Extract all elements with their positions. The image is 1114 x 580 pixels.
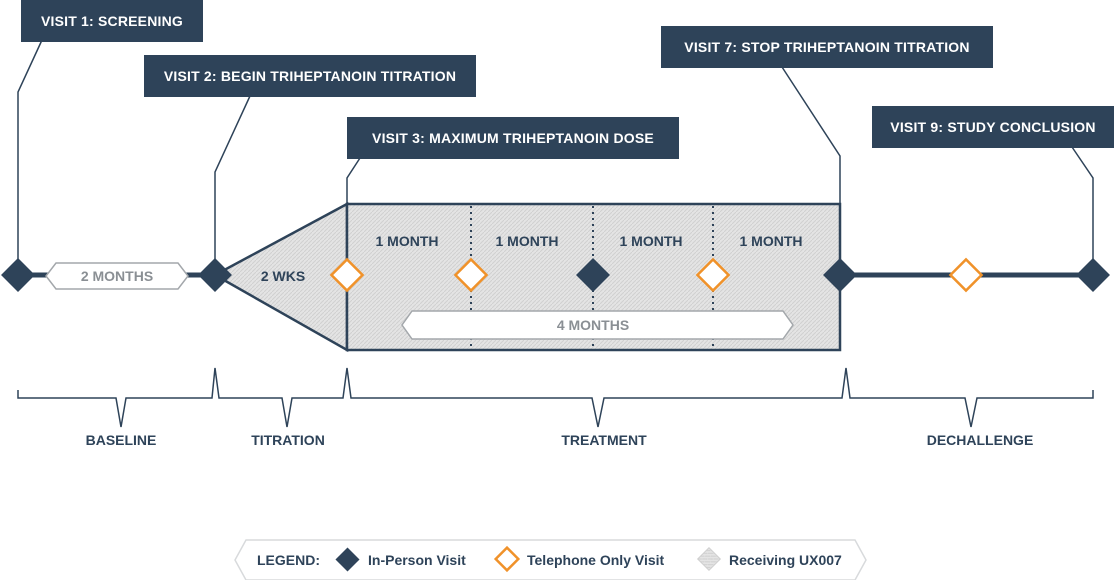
visit-6-telephone-marker <box>695 257 731 293</box>
legend-in-person-label: In-Person Visit <box>368 552 466 568</box>
month-3-label: 1 MONTH <box>620 233 683 249</box>
phase-bracket <box>17 367 1094 428</box>
phase-label-treatment: TREATMENT <box>561 432 647 448</box>
treatment-duration-pill <box>401 310 794 340</box>
leader-line-visit-2 <box>214 95 251 262</box>
visit-1-in-person-marker <box>1 258 35 292</box>
legend-receiving-label: Receiving UX007 <box>729 552 842 568</box>
visit-2-in-person-marker <box>198 258 232 292</box>
visit-7-in-person-marker <box>823 258 857 292</box>
visit-1-label: VISIT 1: SCREENING <box>21 0 203 42</box>
month-4-label: 1 MONTH <box>740 233 803 249</box>
telephone-visit-markers <box>329 257 984 293</box>
leader-line-visit-3 <box>346 157 361 204</box>
visit-9-in-person-marker <box>1076 258 1110 292</box>
phase-label-baseline: BASELINE <box>86 432 157 448</box>
legend-title: LEGEND: <box>257 552 320 568</box>
visit-3-telephone-marker <box>329 257 365 293</box>
baseline-duration-pill <box>45 262 189 290</box>
visit-2-label: VISIT 2: BEGIN TRIHEPTANOIN TITRATION <box>144 55 476 97</box>
leader-line-visit-1 <box>17 39 43 262</box>
phase-label-dechallenge: DECHALLENGE <box>927 432 1034 448</box>
baseline-duration-label: 2 MONTHS <box>81 268 153 284</box>
legend-receiving-icon <box>696 546 722 572</box>
visit-4-telephone-marker <box>453 257 489 293</box>
visit-5-in-person-marker <box>576 258 610 292</box>
leader-line-visit-9 <box>1071 146 1094 262</box>
visit-9-label: VISIT 9: STUDY CONCLUSION <box>872 106 1114 148</box>
in-person-visit-markers <box>1 258 1110 292</box>
legend-telephone-icon <box>493 545 521 573</box>
visit-8-telephone-marker <box>948 257 984 293</box>
visit-7-label: VISIT 7: STOP TRIHEPTANOIN TITRATION <box>661 26 993 68</box>
month-1-label: 1 MONTH <box>376 233 439 249</box>
phase-label-titration: TITRATION <box>251 432 325 448</box>
month-2-label: 1 MONTH <box>496 233 559 249</box>
visit-3-label: VISIT 3: MAXIMUM TRIHEPTANOIN DOSE <box>347 117 679 159</box>
legend-telephone-label: Telephone Only Visit <box>527 552 665 568</box>
treatment-duration-label: 4 MONTHS <box>557 317 629 333</box>
legend: LEGEND: In-Person Visit Telephone Only V… <box>234 539 867 580</box>
titration-duration-label: 2 WKS <box>261 268 305 284</box>
